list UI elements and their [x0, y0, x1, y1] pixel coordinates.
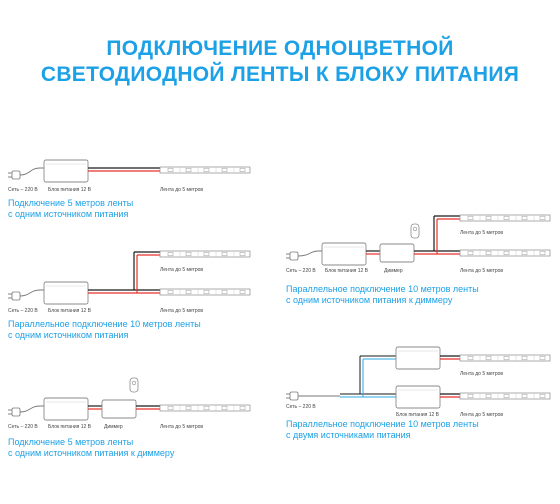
- label-psu: Блок питания 12 В: [48, 187, 92, 193]
- plug-icon: [7, 291, 21, 301]
- diagram-1: Сеть – 220 В Блок питания 12 В Лента до …: [7, 159, 251, 193]
- plug-icon: [7, 407, 21, 417]
- label-psu: Блок питания 12 В: [48, 308, 92, 314]
- caption-line: Подключение 5 метров ленты: [8, 437, 134, 447]
- plug-icon: [285, 391, 299, 401]
- led-strip-icon: [459, 214, 551, 222]
- label-strip: Лента до 5 метров: [160, 267, 203, 273]
- caption-line: с одним источником питания: [8, 330, 129, 340]
- label-psu: Блок питания 12 В: [325, 268, 369, 274]
- diagram-4: Лента до 5 метров Сеть – 220 В Блок пита…: [285, 214, 551, 274]
- caption-line: с одним источником питания: [8, 209, 129, 219]
- dimmer-icon: [101, 399, 137, 419]
- label-mains: Сеть – 220 В: [286, 268, 316, 274]
- power-supply-icon: [43, 159, 89, 183]
- led-strip-icon: [459, 354, 551, 362]
- power-supply-icon: [395, 385, 441, 409]
- diagram-3: Сеть – 220 В Блок питания 12 В Диммер Ле…: [7, 377, 251, 430]
- caption-diagram-1: Подключение 5 метров ленты с одним источ…: [8, 198, 133, 220]
- caption-line: Параллельное подключение 10 метров ленты: [8, 319, 201, 329]
- dimmer-icon: [379, 243, 415, 263]
- page-title-line-1: ПОДКЛЮЧЕНИЕ ОДНОЦВЕТНОЙ: [106, 37, 454, 60]
- label-mains: Сеть – 220 В: [286, 404, 316, 410]
- diagram-2: Лента до 5 метров Сеть – 220 В Блок пита…: [7, 250, 251, 314]
- label-strip: Лента до 5 метров: [160, 424, 203, 430]
- label-strip: Лента до 5 метров: [460, 412, 503, 418]
- label-psu: Блок питания 12 В: [396, 412, 440, 418]
- led-strip-icon: [159, 404, 251, 412]
- led-strip-icon: [159, 250, 251, 258]
- label-mains: Сеть – 220 В: [8, 187, 38, 193]
- caption-diagram-4: Параллельное подключение 10 метров ленты…: [286, 284, 479, 306]
- diagram-5: Лента до 5 метров Сеть – 220 В Блок пита…: [285, 346, 551, 418]
- caption-line: Подключение 5 метров ленты: [8, 198, 134, 208]
- label-dimmer: Диммер: [384, 268, 403, 274]
- plug-icon: [7, 170, 21, 180]
- caption-line: с двумя источниками питания: [286, 430, 411, 440]
- label-strip: Лента до 5 метров: [460, 371, 503, 377]
- label-strip: Лента до 5 метров: [160, 187, 203, 193]
- page-title-line-2: СВЕТОДИОДНОЙ ЛЕНТЫ К БЛОКУ ПИТАНИЯ: [40, 63, 520, 86]
- power-supply-icon: [43, 281, 89, 305]
- label-mains: Сеть – 220 В: [8, 308, 38, 314]
- label-strip: Лента до 5 метров: [460, 230, 503, 236]
- label-psu: Блок питания 12 В: [48, 424, 92, 430]
- led-strip-icon: [459, 392, 551, 400]
- label-strip: Лента до 5 метров: [160, 308, 203, 314]
- label-dimmer: Диммер: [104, 424, 123, 430]
- led-strip-icon: [159, 166, 251, 174]
- power-supply-icon: [395, 346, 441, 370]
- remote-icon: [410, 223, 420, 239]
- caption-line: Параллельное подключение 10 метров ленты: [286, 419, 479, 429]
- label-mains: Сеть – 220 В: [8, 424, 38, 430]
- caption-line: Параллельное подключение 10 метров ленты: [286, 284, 479, 294]
- power-supply-icon: [321, 242, 367, 266]
- plug-icon: [285, 251, 299, 261]
- caption-line: с одним источником питания к диммеру: [286, 295, 453, 305]
- caption-diagram-3: Подключение 5 метров ленты с одним источ…: [8, 437, 174, 459]
- caption-line: с одним источником питания к диммеру: [8, 448, 175, 458]
- remote-icon: [129, 377, 139, 393]
- caption-diagram-2: Параллельное подключение 10 метров ленты…: [8, 319, 201, 341]
- label-strip: Лента до 5 метров: [460, 268, 503, 274]
- led-strip-icon: [159, 288, 251, 296]
- led-strip-icon: [459, 249, 551, 257]
- caption-diagram-5: Параллельное подключение 10 метров ленты…: [286, 419, 479, 441]
- power-supply-icon: [43, 397, 89, 421]
